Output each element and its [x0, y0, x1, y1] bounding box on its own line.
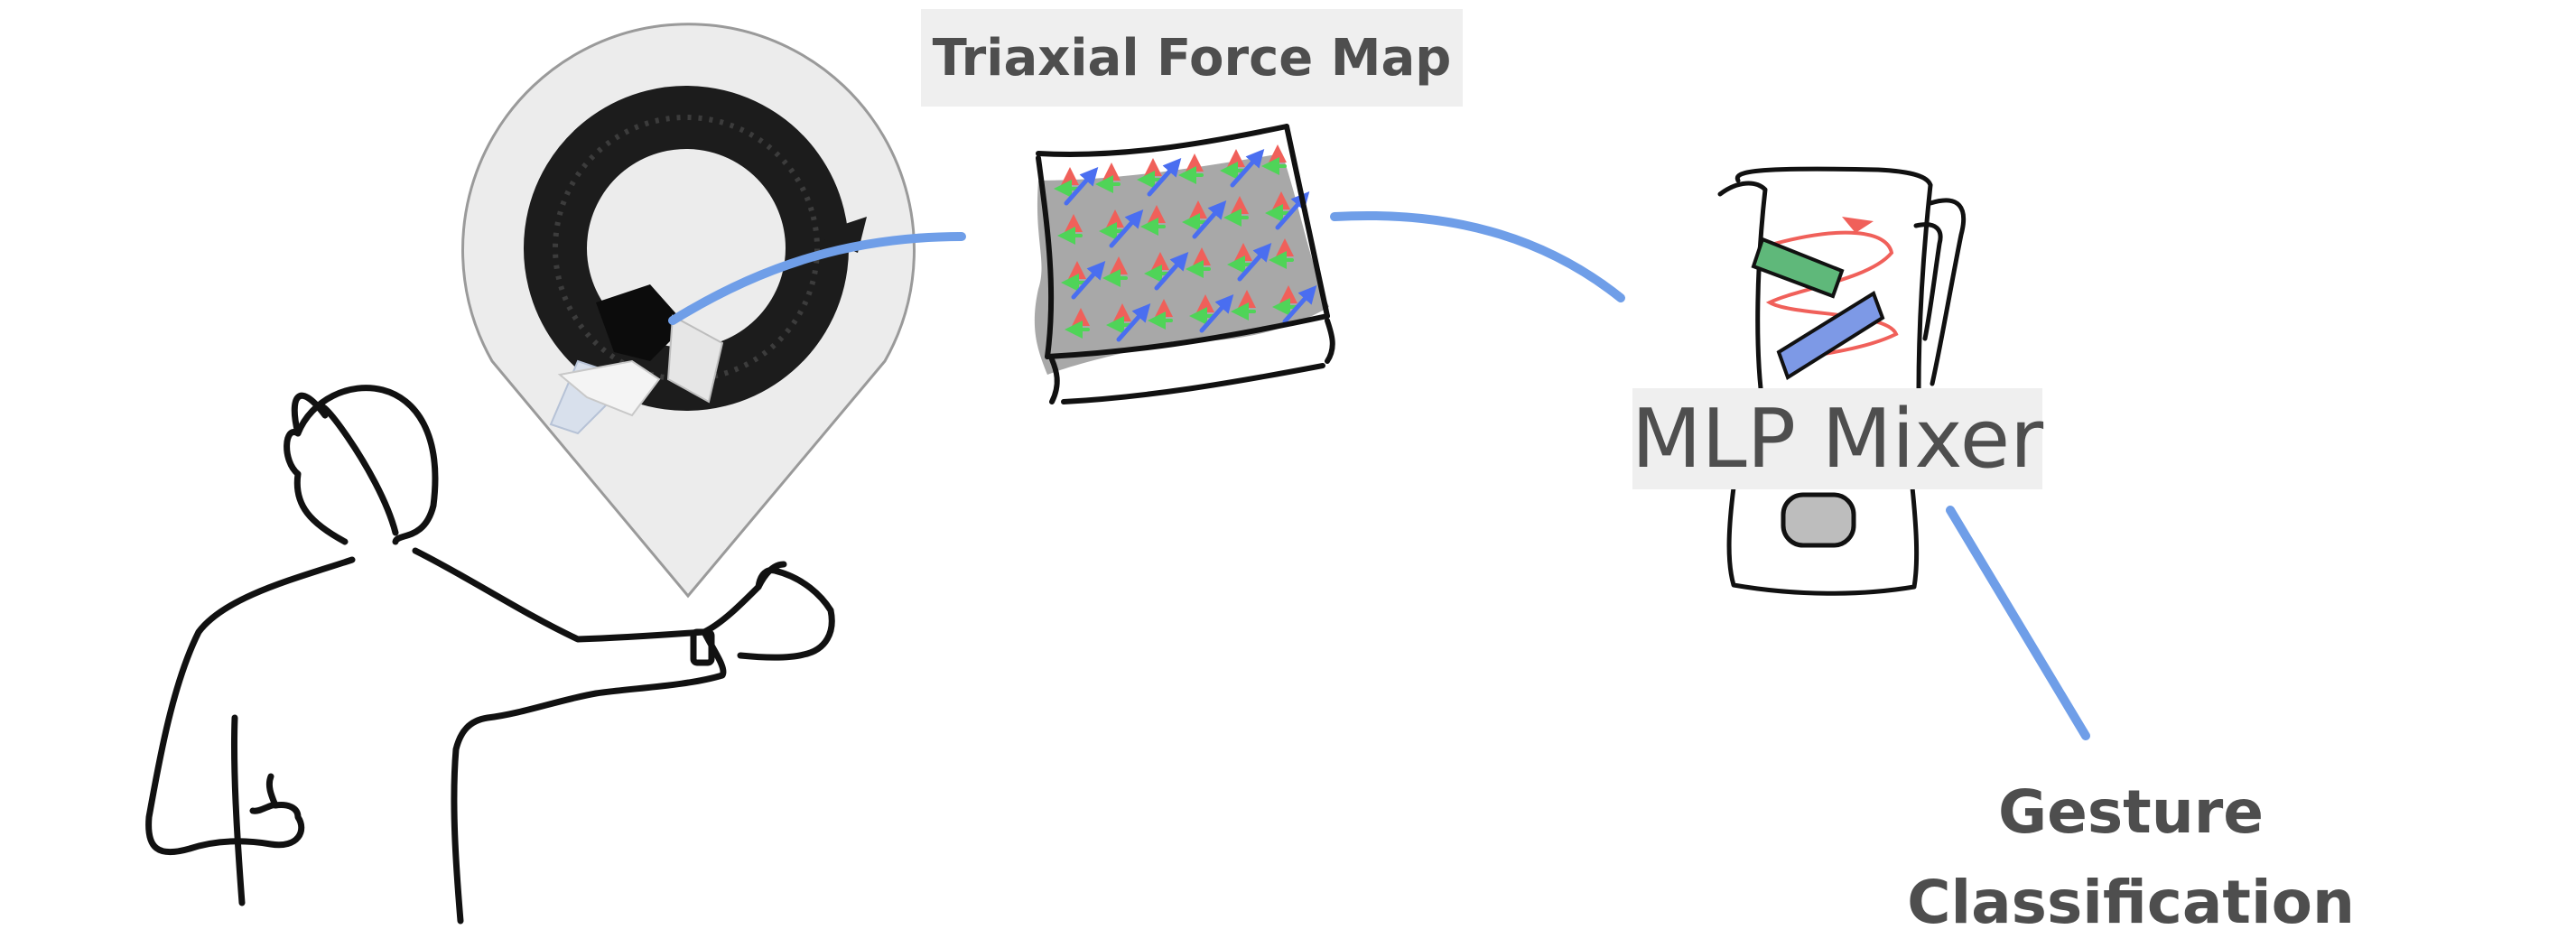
- force-arrow-z: [1230, 149, 1265, 188]
- force-arrow-z: [1147, 158, 1182, 197]
- force-map-sheet-icon: [1034, 124, 1335, 404]
- force-arrow-field: [1054, 144, 1317, 342]
- force-arrow-z: [1064, 167, 1099, 206]
- gesture-label-line2: Classification: [1907, 868, 2355, 937]
- force-map-title: Triaxial Force Map: [921, 9, 1463, 107]
- flow-arrow-icons: [668, 210, 2090, 740]
- force-arrow-z: [1192, 200, 1227, 239]
- force-arrow-z: [1237, 243, 1272, 282]
- force-arrow-z: [1199, 294, 1234, 333]
- force-arrow-z: [1116, 303, 1151, 342]
- force-arrow-z: [1109, 209, 1144, 248]
- mlp-mixer-label: MLP Mixer: [1632, 388, 2043, 489]
- blender-icon: [1717, 166, 1967, 596]
- gesture-label-line1: Gesture: [1997, 777, 2264, 847]
- force-arrow-z: [1154, 252, 1189, 291]
- force-arrow-z: [1071, 261, 1106, 300]
- wristband-sensor-icon: [524, 86, 867, 435]
- person-sketch-icon: [145, 385, 835, 925]
- gesture-classification-label: Gesture Classification: [1860, 767, 2402, 948]
- force-arrow-z: [1282, 285, 1317, 324]
